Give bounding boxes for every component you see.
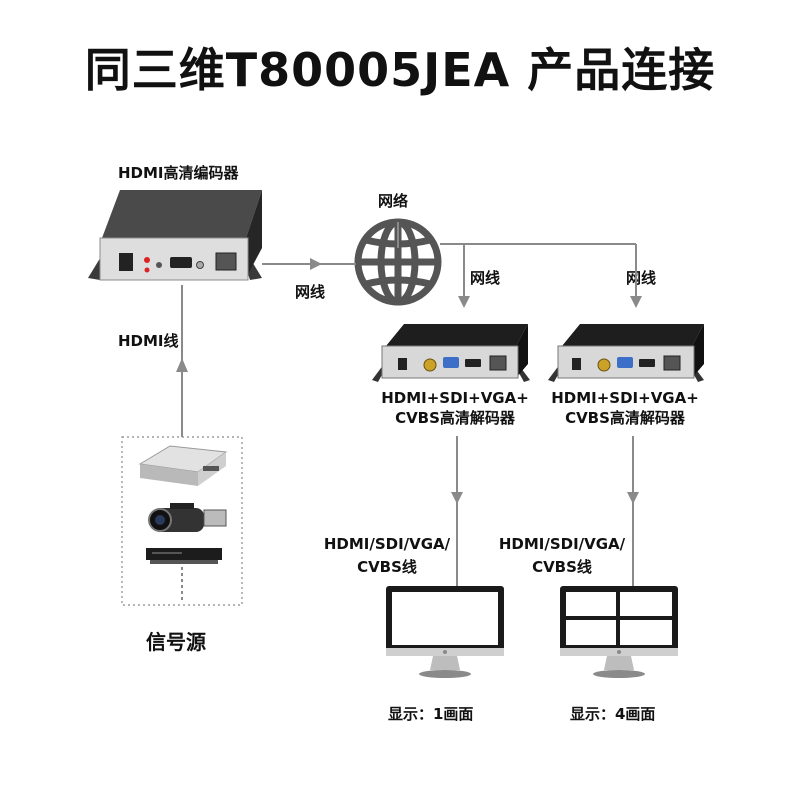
encoder-device xyxy=(88,190,262,281)
output-cable-1-line2: CVBS线 xyxy=(357,558,417,576)
output-cable-2-line2: CVBS线 xyxy=(532,558,592,576)
dvd-player-icon xyxy=(146,548,222,564)
cable-label-decoder-2: 网线 xyxy=(626,269,657,287)
arrow-to-network-icon xyxy=(310,258,322,270)
arrow-display-1-icon xyxy=(451,492,463,504)
output-cable-2-line1: HDMI/SDI/VGA/ xyxy=(498,535,626,553)
signal-source-label: 信号源 xyxy=(146,630,206,654)
display-1-monitor-icon xyxy=(386,586,504,678)
decoder-1-device xyxy=(372,324,530,382)
cable-label-decoder-1: 网线 xyxy=(470,269,501,287)
display-1-caption: 显示：1画面 xyxy=(388,705,474,723)
decoder-2-label-line2: CVBS高清解码器 xyxy=(565,409,685,427)
decoder-2-device xyxy=(548,324,704,382)
encoder-label: HDMI高清编码器 xyxy=(118,164,239,182)
set-top-box-icon xyxy=(138,445,228,486)
arrow-decoder-2-icon xyxy=(630,296,642,308)
arrow-decoder-1-icon xyxy=(458,296,470,308)
display-2-caption: 显示：4画面 xyxy=(570,705,656,723)
arrow-hdmi-up-icon xyxy=(176,358,188,372)
decoder-1-label: HDMI+SDI+VGA+ CVBS高清解码器 xyxy=(365,388,545,428)
page-title: 同三维T80005JEA 产品连接 xyxy=(84,43,716,97)
hdmi-cable-label: HDMI线 xyxy=(118,332,179,350)
network-label: 网络 xyxy=(378,192,409,210)
camcorder-icon xyxy=(148,503,227,532)
output-cable-1-line1: HDMI/SDI/VGA/ xyxy=(323,535,451,553)
output-cable-1-label: HDMI/SDI/VGA/ CVBS线 xyxy=(312,533,462,579)
cable-label-encoder-network: 网线 xyxy=(295,283,326,301)
decoder-2-label-line1: HDMI+SDI+VGA+ xyxy=(551,389,699,407)
display-2-monitor-icon xyxy=(560,586,678,678)
decoder-1-label-line1: HDMI+SDI+VGA+ xyxy=(381,389,529,407)
decoder-2-label: HDMI+SDI+VGA+ CVBS高清解码器 xyxy=(535,388,715,428)
decoder-1-label-line2: CVBS高清解码器 xyxy=(395,409,515,427)
arrow-display-2-icon xyxy=(627,492,639,504)
signal-source-box xyxy=(121,436,243,606)
output-cable-2-label: HDMI/SDI/VGA/ CVBS线 xyxy=(487,533,637,579)
